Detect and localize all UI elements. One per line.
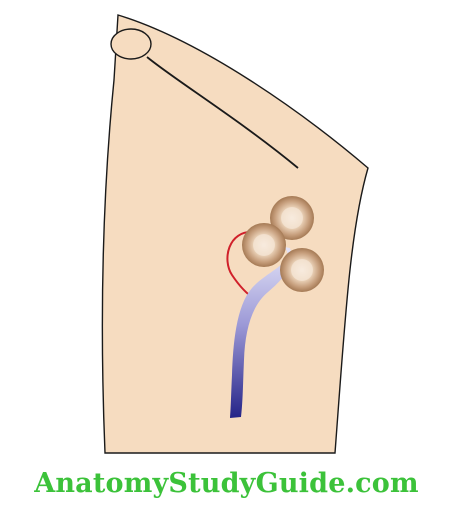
contour-line — [146, 56, 299, 169]
joint-oval — [110, 28, 152, 60]
lymph-node-icon — [242, 223, 286, 267]
lymph-node-icon — [270, 196, 314, 240]
limb-silhouette — [101, 14, 369, 454]
lymph-node-icon — [280, 248, 324, 292]
watermark-text: AnatomyStudyGuide.com — [34, 468, 419, 499]
illustration — [101, 14, 369, 454]
